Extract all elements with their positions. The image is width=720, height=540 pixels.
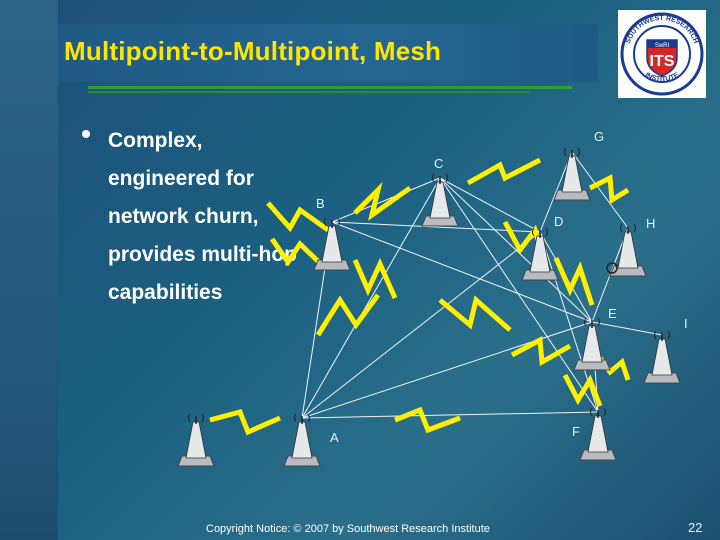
link-b-c	[331, 177, 441, 223]
tower-node-i	[643, 330, 681, 384]
title-bar	[58, 24, 598, 82]
wireless-link	[466, 157, 542, 186]
wireless-link	[209, 409, 282, 436]
title-underline	[88, 86, 572, 89]
swri-its-logo: SwRI ITS SOUTHWEST RESEARCH INSTITUTE	[618, 10, 706, 98]
wireless-link	[553, 256, 595, 306]
logo-center-text: ITS	[650, 53, 675, 70]
wireless-link	[266, 201, 330, 233]
tower-node-c	[421, 173, 459, 227]
logo-small-text: SwRI	[655, 43, 670, 49]
bullet-dot	[82, 130, 90, 138]
link-b-d	[331, 221, 541, 233]
wireless-link	[353, 181, 412, 221]
title-underline-secondary	[88, 91, 530, 93]
link-c-f	[439, 177, 599, 413]
link-c-d	[439, 177, 541, 233]
tower-node-d	[521, 227, 559, 281]
tower-node-f	[579, 407, 617, 461]
mesh-nodes: A B C D E F G H I	[177, 129, 688, 467]
wireless-link	[315, 293, 381, 337]
wireless-link	[438, 295, 512, 332]
svg-text:INSTITUTE: INSTITUTE	[644, 71, 681, 83]
repeater-node-ring	[606, 262, 618, 274]
tower-node-g	[553, 147, 591, 201]
link-d-g	[539, 151, 573, 233]
link-e-i	[591, 321, 663, 336]
tower-node-a	[283, 413, 321, 467]
link-c-e	[439, 177, 593, 323]
left-band	[0, 0, 58, 540]
bullet-text: Complex, engineered for network churn, p…	[108, 129, 297, 304]
repeater-node-left	[177, 413, 215, 467]
wireless-link	[352, 257, 398, 300]
copyright-footer: Copyright Notice: © 2007 by Southwest Re…	[206, 523, 490, 535]
wireless-link	[394, 406, 461, 434]
node-label-h: H	[646, 216, 655, 231]
node-label-a: A	[330, 430, 339, 445]
node-label-e: E	[608, 306, 617, 321]
node-label-c: C	[434, 156, 443, 171]
link-a-f	[301, 411, 599, 419]
link-g-h	[571, 151, 629, 229]
node-label-g: G	[594, 129, 604, 144]
wireless-link	[269, 237, 327, 270]
node-label-d: D	[554, 214, 563, 229]
mesh-links	[301, 151, 663, 419]
logo-ring-text-bottom: INSTITUTE	[644, 71, 681, 83]
node-label-b: B	[316, 196, 325, 211]
wireless-links	[209, 157, 631, 436]
link-a-c	[301, 177, 441, 419]
tower-node-e	[573, 317, 611, 371]
tower-node-h	[609, 223, 647, 277]
page-number: 22	[688, 520, 703, 535]
link-b-e	[331, 221, 593, 323]
wireless-link	[562, 373, 603, 407]
wireless-link	[588, 174, 630, 205]
node-label-f: F	[572, 424, 580, 439]
tower-node-b	[313, 217, 351, 271]
node-label-i: I	[684, 316, 688, 331]
link-a-d	[301, 231, 541, 419]
link-a-e	[301, 321, 593, 419]
slide-title: Multipoint-to-Multipoint, Mesh	[64, 36, 442, 66]
wireless-link	[510, 336, 572, 367]
